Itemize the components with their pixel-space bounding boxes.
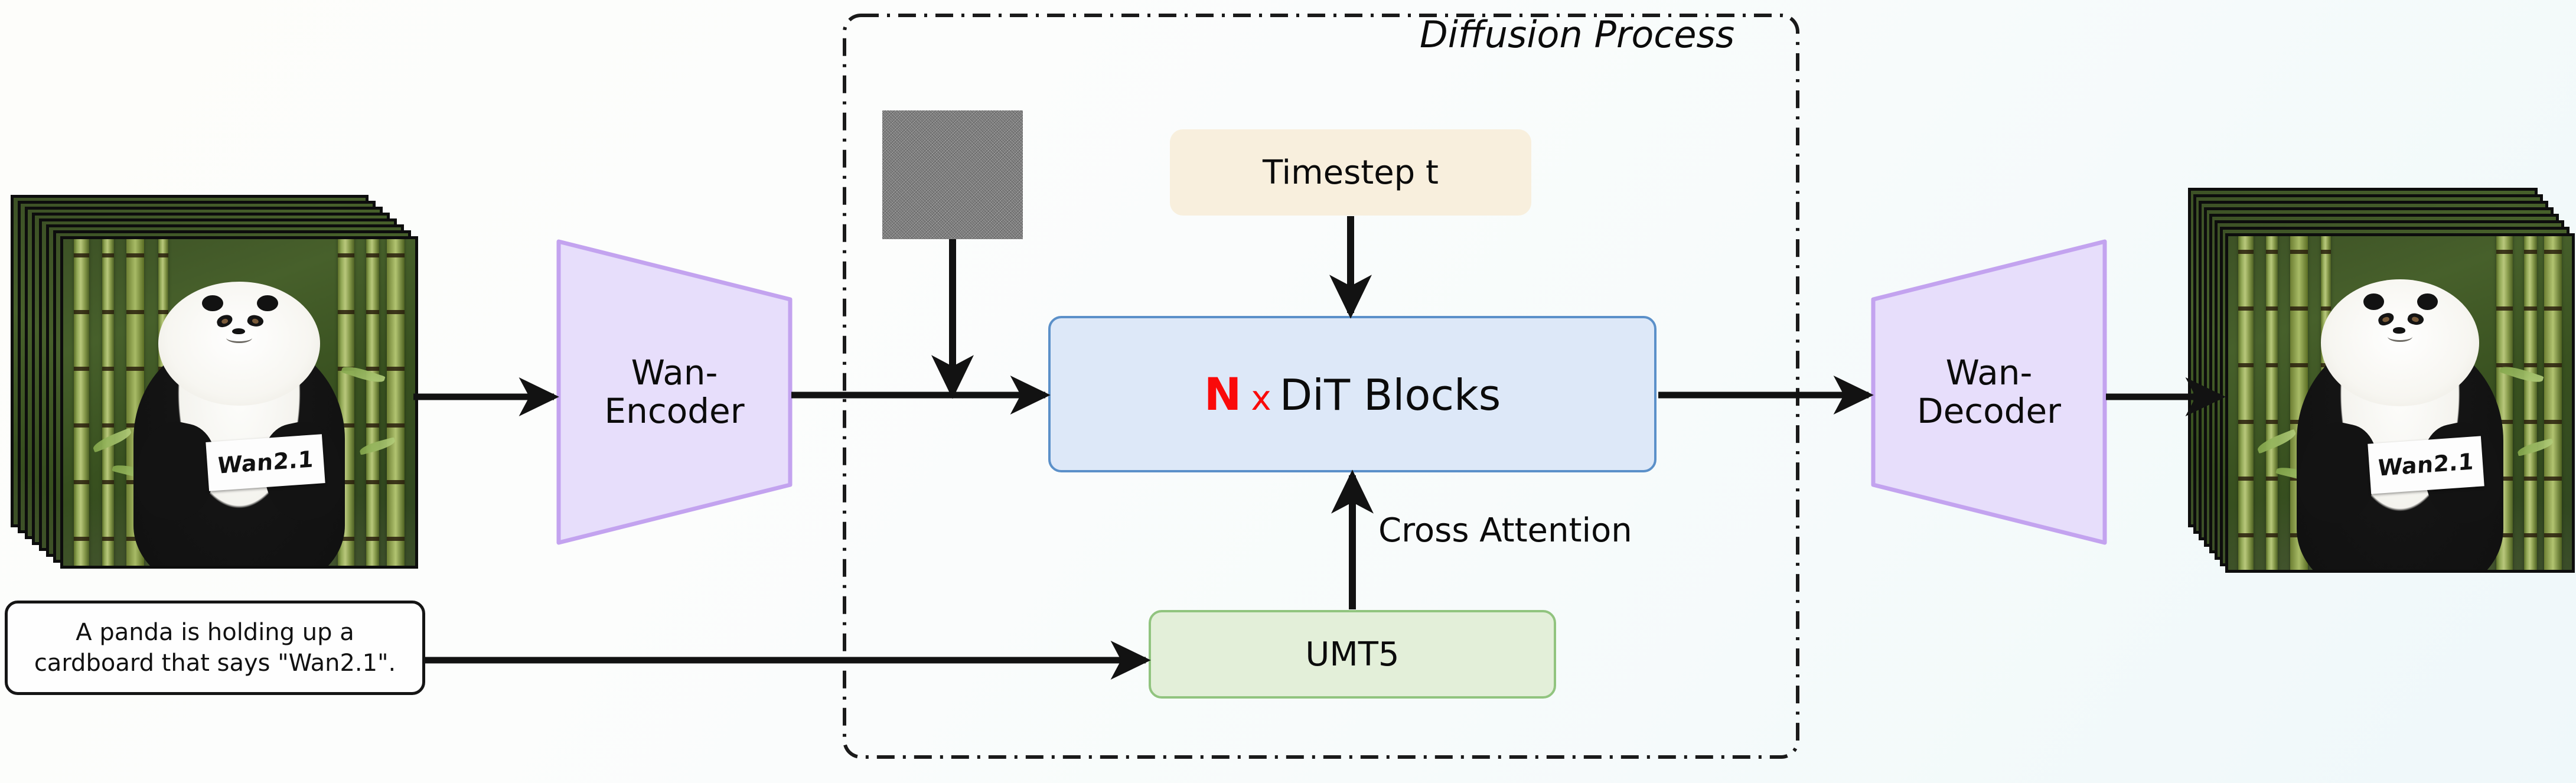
gaussian-noise-patch — [882, 110, 1023, 239]
diffusion-process-title: Diffusion Process — [1420, 13, 1735, 56]
text-prompt-box[interactable]: A panda is holding up a cardboard that s… — [5, 601, 425, 695]
dit-blocks-label: DiT Blocks — [1279, 370, 1501, 420]
timestep-box[interactable]: Timestep t — [1170, 129, 1531, 216]
prompt-line-1: A panda is holding up a — [76, 619, 354, 646]
diffusion-process-container — [843, 14, 1799, 759]
wan-decoder-shape — [1871, 239, 2107, 545]
video-frame-front: Wan2.1 — [2225, 233, 2575, 573]
cross-attention-label: Cross Attention — [1378, 511, 1632, 550]
umt5-box[interactable]: UMT5 — [1149, 610, 1556, 699]
umt5-label: UMT5 — [1305, 635, 1400, 674]
prompt-line-2: cardboard that says "Wan2.1". — [34, 650, 396, 677]
output-video-frame-stack: Wan2.1 — [2188, 188, 2576, 589]
diffusion-process-border — [843, 14, 1799, 759]
input-video-frame-stack: Wan2.1 — [11, 195, 424, 585]
dit-multiply-symbol: x — [1251, 378, 1271, 418]
dit-repeat-count: N — [1204, 368, 1242, 420]
video-frame-front: Wan2.1 — [60, 236, 418, 569]
wan-encoder-shape — [556, 239, 793, 545]
timestep-label: Timestep t — [1263, 153, 1439, 192]
